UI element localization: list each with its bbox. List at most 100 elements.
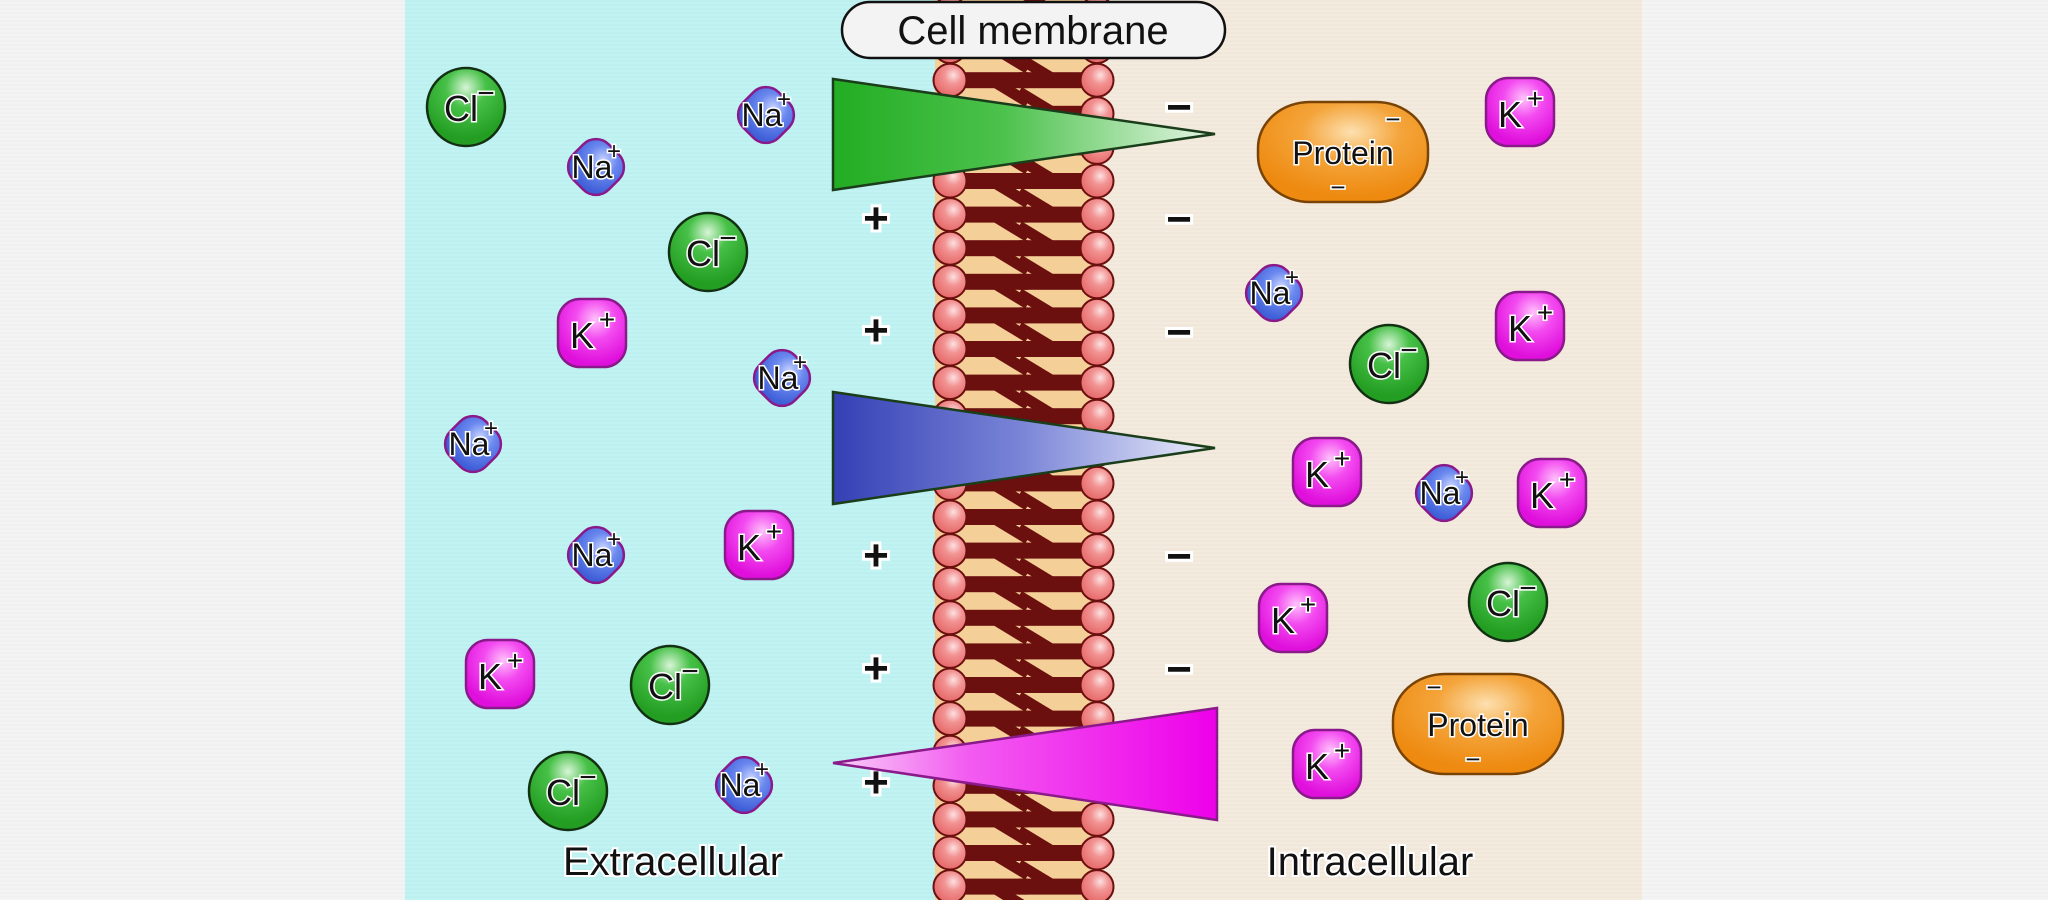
- na-shape: [1244, 263, 1304, 323]
- lipid-tail-kink: [1016, 658, 1055, 688]
- cl-shape: [667, 211, 749, 293]
- cl-shape: [425, 66, 507, 148]
- cl-charge: −: [719, 222, 737, 255]
- cl-shape: [527, 750, 609, 832]
- lipid-head: [1079, 365, 1115, 401]
- lipid-head: [932, 365, 968, 401]
- membrane-diagram: +++++−−−−− Cl−Na+Na+Cl−K+Na+Na+Na+K+K+Cl…: [425, 0, 1588, 900]
- lipid-tail: [960, 609, 1028, 626]
- lipid-tail-kink: [1016, 355, 1055, 386]
- lipid-tail: [1019, 206, 1087, 223]
- minus-sign: −: [1166, 83, 1192, 132]
- na-charge: +: [793, 349, 807, 376]
- lipid-head: [932, 801, 968, 837]
- protein-charge: −: [1426, 672, 1441, 702]
- cl-charge: −: [1519, 572, 1537, 605]
- lipid-tail: [960, 576, 1028, 593]
- k-shape: [1484, 76, 1556, 148]
- na-shape: [752, 348, 812, 408]
- lipid-tail: [960, 811, 1028, 828]
- lipid-tail-kink: [1016, 624, 1055, 655]
- concentration-gradients: [831, 77, 1219, 822]
- k-symbol: K: [478, 656, 502, 697]
- lipid-head: [1079, 230, 1115, 266]
- na-ion: Na+: [752, 348, 812, 408]
- lipid-head: [1079, 465, 1115, 501]
- protein-ion: Protein−−: [1256, 100, 1430, 204]
- na-ion: Na+: [443, 414, 503, 474]
- lipid-tail: [1019, 542, 1087, 559]
- lipid-tail: [1019, 273, 1087, 290]
- k-ion: K+: [464, 638, 536, 710]
- lipid-tail-kink: [1016, 523, 1055, 554]
- lipid-tail: [1019, 845, 1087, 861]
- lipid-tail: [960, 710, 1028, 727]
- cl-ion: Cl−: [425, 66, 507, 148]
- cl-symbol: Cl: [444, 88, 478, 129]
- protein-shape: [1391, 672, 1565, 776]
- lipid-head: [932, 633, 968, 669]
- lipid-tail: [960, 542, 1028, 559]
- lipid-head: [1079, 264, 1115, 300]
- lipid-tail: [1019, 408, 1087, 425]
- k-charge: +: [1300, 589, 1316, 620]
- k-charge: +: [1334, 735, 1350, 766]
- title-box: [840, 0, 1227, 60]
- extracellular-label: Extracellular: [563, 840, 783, 884]
- minus-sign: −: [1166, 532, 1192, 581]
- phospholipid-pair: [932, 154, 1115, 208]
- lipid-tail: [960, 878, 1028, 895]
- lipid-head: [932, 297, 968, 333]
- na-symbol: Na: [742, 97, 783, 133]
- na-shape: [566, 137, 626, 197]
- k-ion: K+: [1494, 290, 1566, 362]
- k-shape: [723, 509, 795, 581]
- lipid-tail: [960, 643, 1028, 660]
- lipid-head: [1079, 163, 1115, 199]
- lipid-head: [932, 701, 968, 737]
- lipid-tail: [960, 845, 1028, 861]
- lipid-head: [1079, 331, 1115, 367]
- lipid-head: [1079, 566, 1115, 602]
- lipid-tail: [1019, 643, 1087, 660]
- k-symbol: K: [1498, 94, 1522, 135]
- cl-ion: Cl−: [667, 211, 749, 293]
- lipid-tail-kink: [1016, 255, 1055, 285]
- k-gradient-wedge: [832, 706, 1219, 822]
- lipid-tail-kink: [1016, 87, 1055, 117]
- k-shape: [556, 297, 628, 369]
- k-shape: [1494, 290, 1566, 362]
- protein-charge: −: [1385, 104, 1400, 134]
- k-shape: [1291, 728, 1363, 800]
- title-text: Cell membrane: [897, 9, 1168, 53]
- k-charge: +: [1537, 297, 1553, 328]
- cl-ion: Cl−: [1467, 561, 1549, 643]
- na-symbol: Na: [449, 426, 490, 462]
- k-symbol: K: [737, 527, 761, 568]
- na-ion: Na+: [736, 85, 796, 145]
- minus-sign: −: [1166, 645, 1192, 694]
- lipid-tail-kink: [1016, 490, 1055, 520]
- na-ion: Na+: [1244, 263, 1304, 323]
- lipid-tail: [960, 72, 1028, 89]
- charge-signs: +++++−−−−−: [860, 80, 1195, 810]
- k-ion: K+: [1291, 728, 1363, 800]
- lipid-head: [932, 197, 968, 233]
- lipid-tail: [1019, 576, 1087, 593]
- lipid-tail-kink: [1016, 288, 1055, 319]
- lipid-head: [932, 230, 968, 266]
- cl-charge: −: [681, 655, 699, 688]
- lipid-head: [932, 667, 968, 703]
- cl-charge: −: [477, 77, 495, 110]
- lipid-tail: [960, 509, 1028, 525]
- plus-sign: +: [863, 194, 889, 243]
- minus-sign: −: [1166, 195, 1192, 244]
- na-shape: [736, 85, 796, 145]
- lipid-head: [932, 600, 968, 636]
- protein-charge: −: [1465, 744, 1480, 774]
- lipid-tail-kink: [1016, 591, 1055, 621]
- na-gradient-wedge: [831, 77, 1216, 192]
- phospholipid-pair: [932, 826, 1115, 880]
- cl-ion: Cl−: [1348, 323, 1430, 405]
- k-charge: +: [1334, 443, 1350, 474]
